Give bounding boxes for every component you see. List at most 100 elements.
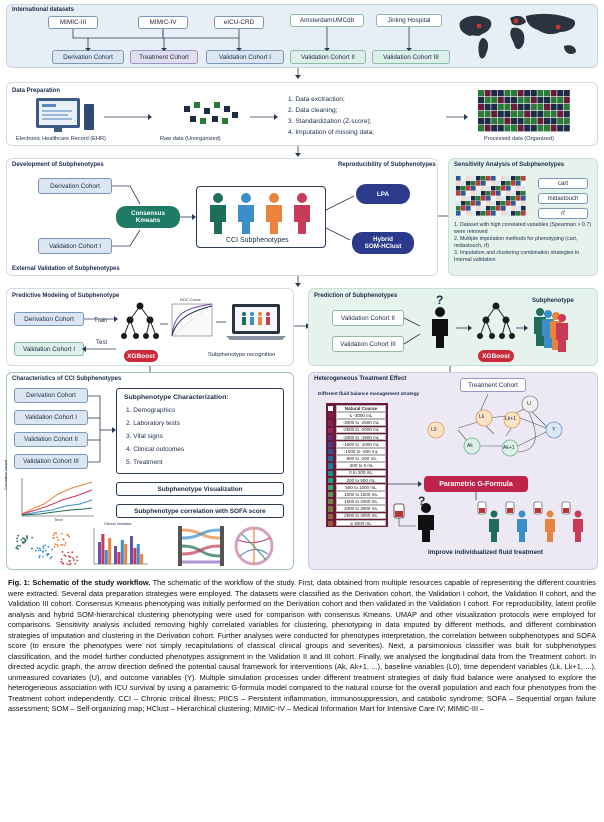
strategy-swatch: [328, 499, 333, 505]
strategy-swatch: [328, 456, 333, 462]
ehr-monitor-icon: [36, 98, 94, 132]
repro-title: Reproducibility of Subphenotypes: [338, 162, 436, 168]
char-item-4: 4. Clinical outcomes: [126, 446, 185, 453]
strategy-swatch: [328, 484, 333, 491]
ehr-label: Electronic Healthcare Record (EHR): [16, 136, 106, 142]
strategy-item: 1500 to 2000 mL: [336, 498, 386, 505]
strategy-item: 2500 to 3000 mL: [336, 512, 386, 520]
char-arrows: [88, 395, 116, 463]
cci-label: CCI Subphenotypes: [226, 237, 289, 244]
prep-arrows: [104, 114, 468, 157]
dev-title: Development of Subphenotypes: [12, 162, 104, 168]
strategy-swatch: [328, 520, 333, 526]
prep-step-3: 3. Standardization (Z-score);: [288, 118, 372, 125]
char-item-5: 5. Treatment: [126, 459, 163, 466]
caption-label: Fig. 1: Schematic of the study workflow.: [8, 578, 151, 587]
het-question: ?: [418, 494, 426, 508]
dag-graph: [427, 393, 563, 457]
roc-title: ROC Curve: [180, 297, 201, 302]
strategy-item: -2500 to -2000 mL: [336, 426, 386, 434]
char-item-1: 1. Demographics: [126, 407, 176, 414]
prep-step-2: 2. Data cleaning;: [288, 107, 338, 114]
method-cart: cart: [538, 178, 588, 189]
cumulative-hazard-chart: [21, 478, 94, 517]
predict-tree-icon: [477, 302, 515, 339]
chord-diagram: [234, 526, 274, 566]
consensus-kmeans: Consensus Kmeans: [116, 206, 180, 228]
train-label: Train: [94, 318, 108, 324]
het-title: Heterogeneous Treatment Effect: [314, 376, 407, 382]
dev-derivation: Derivation Cohort: [38, 178, 112, 194]
node-u: U: [527, 401, 531, 407]
strategy-swatch: [328, 449, 333, 455]
char-cohort-val1: Validation Cohort I: [14, 410, 88, 425]
subphenotype-people-icon: [534, 308, 568, 352]
char-item-2: 2. Laboratory tests: [126, 420, 180, 427]
strategy-swatch: [328, 420, 333, 426]
iv-bags-people-icon: [477, 501, 583, 542]
strategy-swatch: [328, 427, 333, 433]
laptop-icon: [226, 304, 286, 340]
caption-text: The schematic of the workflow of the stu…: [8, 578, 596, 713]
node-lk1: Lk+1: [505, 416, 516, 422]
sens-item-1: 1. Dataset with high correlated variable…: [454, 222, 592, 235]
het-arrows: [388, 481, 477, 500]
sens-item-3: 3. Imputation and clustering combination…: [454, 250, 580, 263]
umap-scatter: [15, 532, 79, 566]
test-label: Test: [96, 340, 108, 346]
strategy-item: -3000 to -2500 mL: [336, 419, 386, 427]
recog-label: Subphenotype recognition: [208, 352, 276, 358]
cohort-validation-2: Validation Cohort II: [290, 50, 366, 64]
pred-title: Predictive Modeling of Subphenotype: [12, 293, 120, 299]
pred-xgboost: XGBoost: [124, 350, 158, 362]
char-item-3: 3. Vital signs: [126, 433, 163, 440]
dev-validation: Validation Cohort I: [38, 238, 112, 254]
datasets-title: International datasets: [12, 7, 75, 13]
strategy-item: 1000 to 1500 mL: [336, 491, 386, 498]
strategy-swatch: [328, 441, 333, 448]
strategy-item: 2000 to 2500 mL: [336, 505, 386, 513]
unknown-person-icon: [432, 307, 448, 348]
prep-step-4: 4. Imputation of missing data;: [288, 129, 375, 136]
time-label: Time: [54, 517, 63, 522]
prep-title: Data Preparation: [12, 88, 61, 94]
char-list-box: [116, 388, 284, 474]
node-l0: L0: [431, 427, 437, 433]
pred-validation: Validation Cohort I: [14, 342, 84, 356]
dataset-arrows: [72, 27, 412, 79]
strategy-swatch: [328, 463, 333, 469]
strategy-item: -200 to 0 mL: [336, 462, 386, 470]
strategy-swatch: [328, 406, 333, 412]
sens-items: 1. Dataset with high correlated variable…: [454, 222, 594, 264]
viz-box: Subphenotype Visualization: [116, 482, 284, 496]
strategy-item: 200 to 500 mL: [336, 476, 386, 484]
ext-title: External Validation of Subphenotypes: [12, 266, 120, 272]
som-pill: Hybrid SOM-HClust: [352, 232, 414, 254]
method-rf: rf: [538, 208, 588, 219]
pred-derivation: Derivation Cohort: [14, 312, 84, 326]
clinical-bar-chart: [93, 528, 148, 565]
strategy-swatch: [328, 492, 333, 498]
lpa-pill: LPA: [356, 184, 410, 204]
source-amsterdam: AmsterdamUMCdb: [290, 14, 364, 27]
improve-label: Improve individualized fluid treatment: [428, 549, 544, 556]
sankey-chart: [178, 526, 224, 566]
sens-title: Sensitivity Analysis of Subphenotypes: [454, 162, 565, 168]
cohort-validation-1: Validation Cohort I: [206, 50, 284, 64]
gformula-pill: Parametric G-Formula: [424, 476, 528, 492]
predict-arrows: [149, 317, 528, 372]
strategy-swatch: [328, 434, 333, 440]
strategy-item: ≤ -3000 mL: [336, 412, 386, 419]
strategy-list-items: Natural Course≤ -3000 mL-3000 to -2500 m…: [328, 405, 386, 527]
pred-arrows: [82, 316, 310, 352]
strategy-title: Different fluid balance management strat…: [318, 392, 420, 397]
cohort-validation-3: Validation Cohort III: [372, 50, 450, 64]
cci-people-icon: [210, 193, 310, 234]
node-y: Y: [552, 427, 556, 433]
strategy-swatch: [328, 413, 333, 419]
strategy-item: 500 to 1000 mL: [336, 483, 386, 491]
predict-val2: Validation Cohort II: [332, 310, 404, 326]
method-midastouch: midastouch: [538, 193, 588, 204]
world-map-icon: [459, 13, 576, 59]
strategy-swatch: [328, 506, 333, 512]
